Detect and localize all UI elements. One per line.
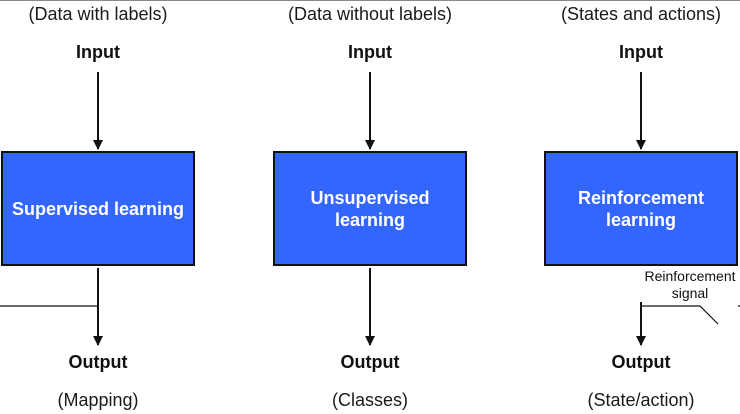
output-label: Output: [68, 352, 128, 372]
box-label: Reinforcement learning: [577, 187, 705, 230]
reinforcement-signal-line: [641, 305, 719, 325]
output-caption: (Mapping): [57, 390, 139, 410]
reinforcement-signal-label: Reinforcement signal: [640, 268, 740, 302]
supervised-learning-box: Supervised learning: [1, 151, 195, 266]
reinforcement-learning-box: Reinforcement learning: [544, 151, 738, 266]
output-label: Output: [611, 352, 671, 372]
top-border: [0, 0, 740, 1]
input-label: Input: [348, 42, 392, 62]
column-supervised: (Data with labels) Input Supervised lear…: [0, 0, 213, 414]
data-type-caption: (Data without labels): [287, 4, 453, 24]
data-type-caption: (States and actions): [560, 4, 722, 24]
data-type-caption: (Data with labels): [28, 4, 168, 24]
input-label: Input: [619, 42, 663, 62]
column-reinforcement: (States and actions) Input Reinforcement…: [526, 0, 740, 414]
output-caption: (Classes): [331, 390, 408, 410]
output-caption: (State/action): [587, 390, 695, 410]
unsupervised-learning-box: Unsupervised learning: [273, 151, 467, 266]
box-label: Supervised learning: [11, 198, 185, 219]
input-label: Input: [76, 42, 120, 62]
column-unsupervised: (Data without labels) Input Unsupervised…: [255, 0, 485, 414]
box-label: Unsupervised learning: [310, 187, 430, 230]
output-label: Output: [340, 352, 400, 372]
